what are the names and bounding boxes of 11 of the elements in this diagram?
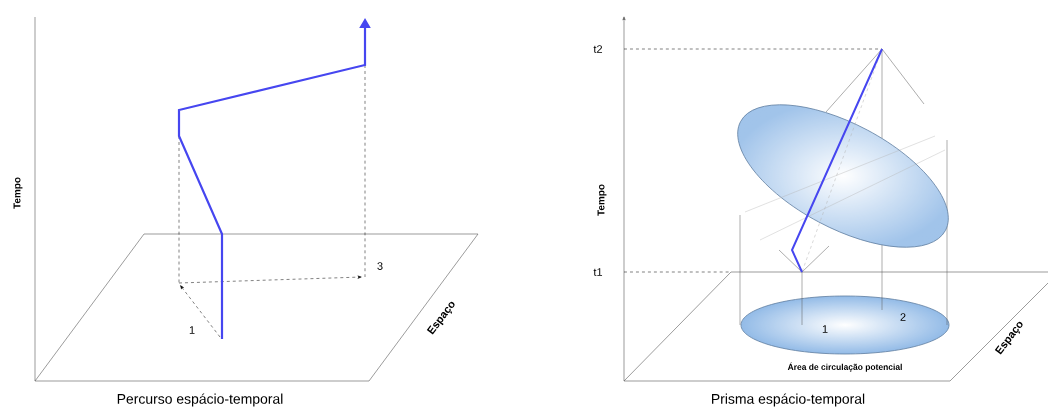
panel-caption: Percurso espácio-temporal xyxy=(117,393,283,407)
point-label: 3 xyxy=(377,262,383,270)
area-label: Área de circulação potencial xyxy=(787,362,902,372)
point-label: 2 xyxy=(900,313,906,321)
axis-label: t2 xyxy=(593,45,603,53)
point-label: 1 xyxy=(822,325,828,333)
panel-caption: Prisma espácio-temporal xyxy=(712,393,865,407)
axis-label: Tempo xyxy=(597,184,607,216)
axis-label: Tempo xyxy=(13,177,23,209)
axis-label: t1 xyxy=(593,268,603,276)
point-label: 1 xyxy=(189,326,195,334)
